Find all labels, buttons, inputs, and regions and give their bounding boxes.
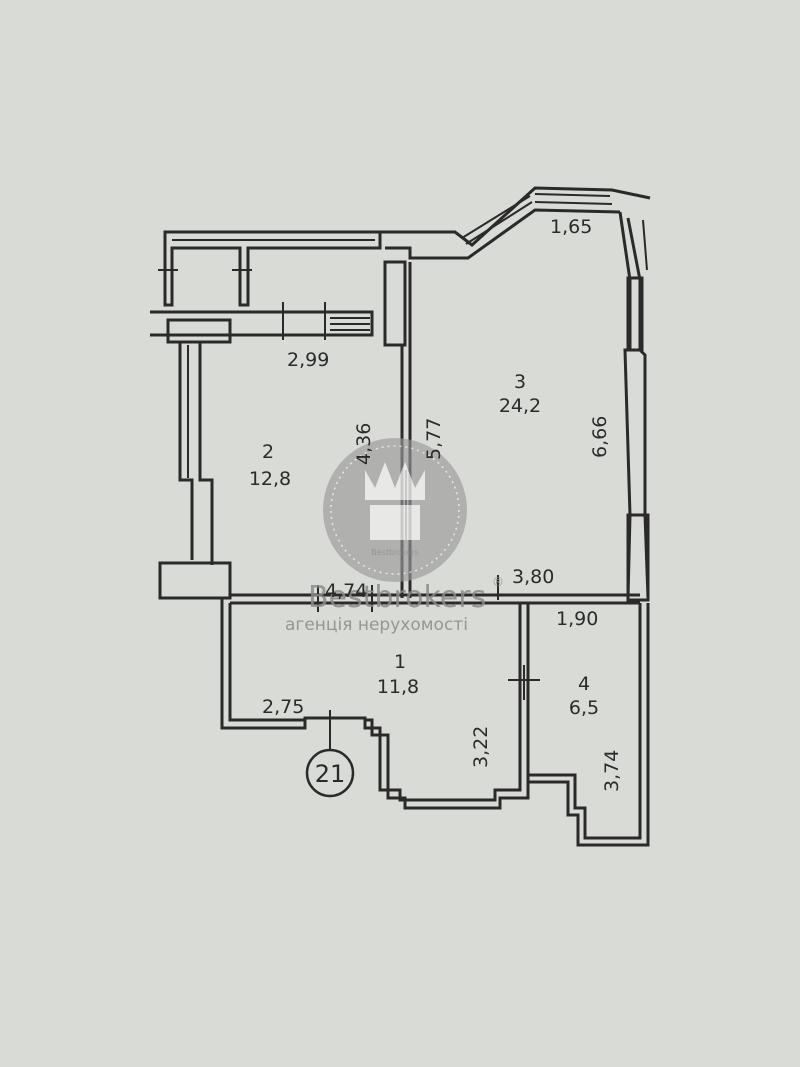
room-3-number: 3 xyxy=(514,371,526,393)
watermark-brand: Bestbrokers xyxy=(308,580,486,615)
watermark: Bestbrokers Bestbrokers ® агенція нерухо… xyxy=(285,438,504,635)
dim-2-99: 2,99 xyxy=(287,349,329,371)
dim-5-77: 5,77 xyxy=(423,418,445,460)
balcony-outline xyxy=(163,230,382,307)
room3-top-wall xyxy=(380,186,651,247)
watermark-tagline: агенція нерухомості xyxy=(285,615,468,635)
watermark-seal-text: Bestbrokers xyxy=(371,548,419,557)
partition-2-3 xyxy=(383,260,407,347)
dim-3-74: 3,74 xyxy=(601,750,623,792)
room-2-number: 2 xyxy=(262,441,274,463)
room-labels: 2 12,8 3 24,2 1 11,8 4 6,5 xyxy=(249,371,599,719)
watermark-registered: ® xyxy=(492,575,504,589)
room-4-number: 4 xyxy=(578,673,590,695)
dimension-labels: 1,65 2,99 4,36 5,77 6,66 3,80 4,74 1,90 … xyxy=(262,216,623,792)
dim-3-80: 3,80 xyxy=(512,566,554,588)
dim-3-22: 3,22 xyxy=(470,726,492,768)
middle-wall xyxy=(230,593,640,605)
apartment-number-circle xyxy=(305,748,355,798)
room-1-area: 11,8 xyxy=(377,676,419,698)
room-4-area: 6,5 xyxy=(569,697,599,719)
room-1-number: 1 xyxy=(394,651,406,673)
dim-4-74: 4,74 xyxy=(325,580,367,602)
dim-4-36: 4,36 xyxy=(353,423,375,465)
apartment-number-marker: 21 xyxy=(305,735,355,798)
room-3-area: 24,2 xyxy=(499,395,541,417)
dim-1-65: 1,65 xyxy=(550,216,592,238)
dim-6-66: 6,66 xyxy=(589,416,611,458)
apartment-number: 21 xyxy=(315,760,346,788)
crown-icon xyxy=(365,462,425,540)
room-2-area: 12,8 xyxy=(249,468,291,490)
room2-left-wall xyxy=(178,342,214,565)
room2-top-wall xyxy=(150,310,374,337)
dim-1-90: 1,90 xyxy=(556,608,598,630)
dim-2-75: 2,75 xyxy=(262,696,304,718)
room1-outline xyxy=(220,598,522,802)
room4-outline xyxy=(528,603,650,847)
